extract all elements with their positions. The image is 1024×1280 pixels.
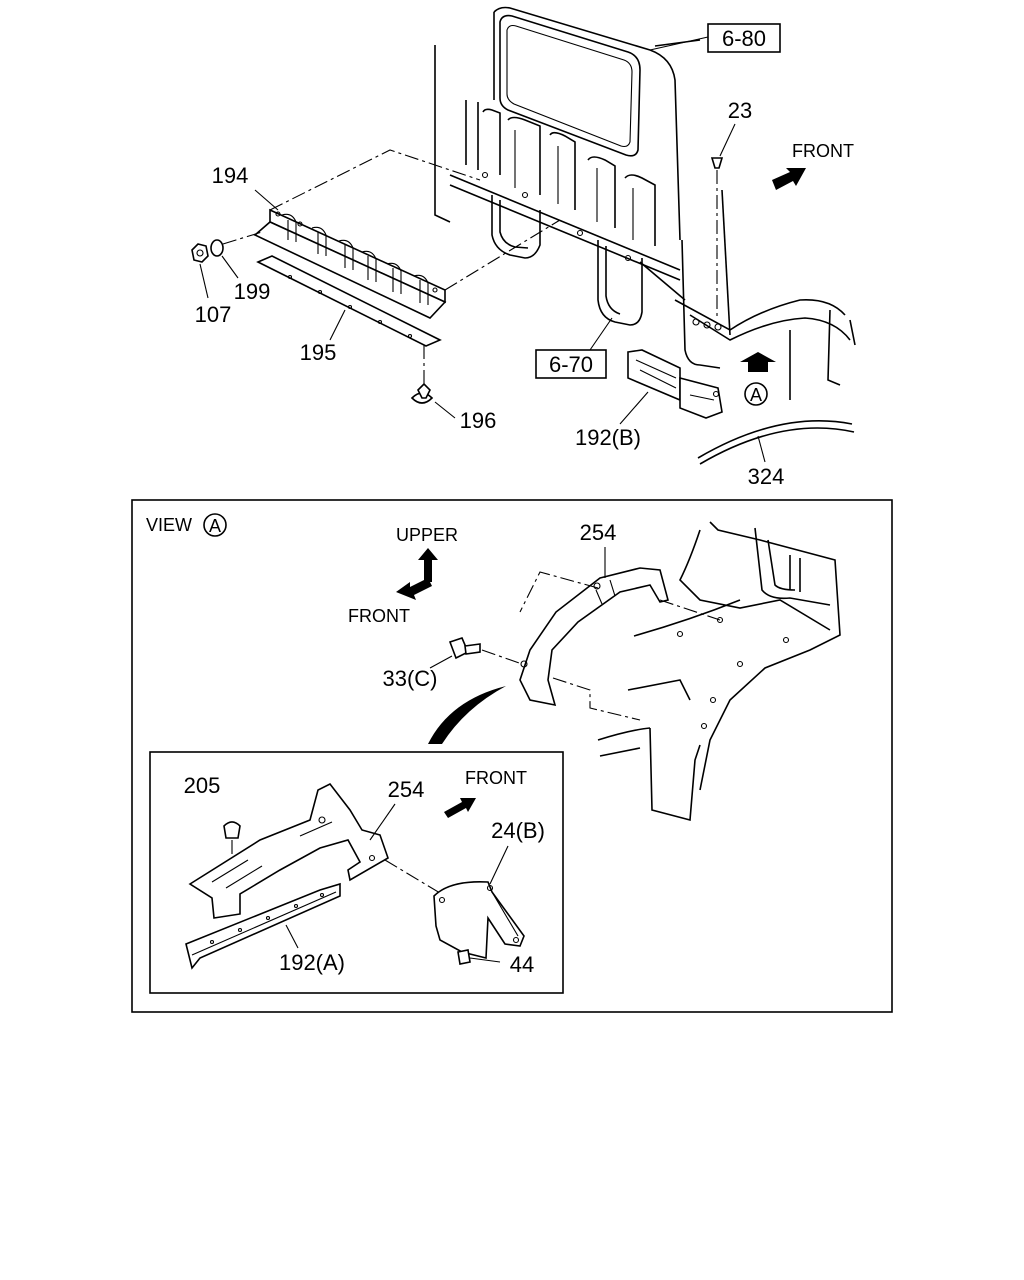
part-196-clip: 196 xyxy=(410,345,497,433)
view-a-title-label: VIEW xyxy=(146,515,192,535)
view-a-pointer: A xyxy=(740,352,776,406)
front-label-view: FRONT xyxy=(348,606,410,626)
part-205-label: 205 xyxy=(184,773,221,798)
ref-6-80-label: 6-80 xyxy=(722,26,766,51)
part-24b-label: 24(B) xyxy=(491,818,545,843)
part-23-label: 23 xyxy=(728,98,752,123)
part-194-bracket: 194 xyxy=(212,149,561,319)
upper-front-arrows: UPPER FRONT xyxy=(348,525,458,626)
part-254-label-inset: 254 xyxy=(388,777,425,802)
front-arrow-top: FRONT xyxy=(772,141,854,190)
part-195-label: 195 xyxy=(300,340,337,365)
part-254-label-view: 254 xyxy=(580,520,617,545)
view-a-title-marker: A xyxy=(209,516,221,536)
inset-frame xyxy=(149,751,564,994)
part-192a-strip: 192(A) xyxy=(185,882,345,975)
view-a-title: VIEW A xyxy=(146,513,227,537)
part-254-bracket-view: 254 xyxy=(519,520,721,721)
part-199-label: 199 xyxy=(234,279,271,304)
part-44-bolt: 44 xyxy=(457,949,534,977)
cab-rear-panel xyxy=(434,6,856,400)
part-324-trim: 324 xyxy=(697,420,855,489)
part-195-seal: 195 xyxy=(256,255,442,365)
part-107-nut: 107 xyxy=(191,243,232,327)
part-196-label: 196 xyxy=(460,408,497,433)
ref-6-70-label: 6-70 xyxy=(549,352,593,377)
part-254-bracket-inset: 254 xyxy=(188,777,446,919)
view-a-marker-top: A xyxy=(750,385,762,405)
part-194-label: 194 xyxy=(212,163,249,188)
part-192a-label: 192(A) xyxy=(279,950,345,975)
inset-front-arrow: FRONT xyxy=(444,768,527,818)
front-label-top: FRONT xyxy=(792,141,854,161)
part-192b-bracket: 192(B) xyxy=(575,349,723,450)
part-107-label: 107 xyxy=(195,302,232,327)
detail-arrow xyxy=(428,686,506,744)
part-33c-label: 33(C) xyxy=(382,666,437,691)
view-a-frame xyxy=(131,499,893,1013)
view-a-wheel-housing xyxy=(597,521,841,822)
ref-box-6-80: 6-80 xyxy=(649,23,781,53)
inset-front-label: FRONT xyxy=(465,768,527,788)
upper-label: UPPER xyxy=(396,525,458,545)
part-24b-cover: 24(B) xyxy=(433,818,545,960)
part-33c-bolt: 33(C) xyxy=(382,637,523,691)
part-199-washer: 199 xyxy=(210,231,271,304)
ref-box-6-70: 6-70 xyxy=(535,317,613,379)
part-44-label: 44 xyxy=(510,952,534,977)
part-192b-label: 192(B) xyxy=(575,425,641,450)
part-324-label: 324 xyxy=(748,464,785,489)
part-23-screw: 23 xyxy=(710,98,752,320)
